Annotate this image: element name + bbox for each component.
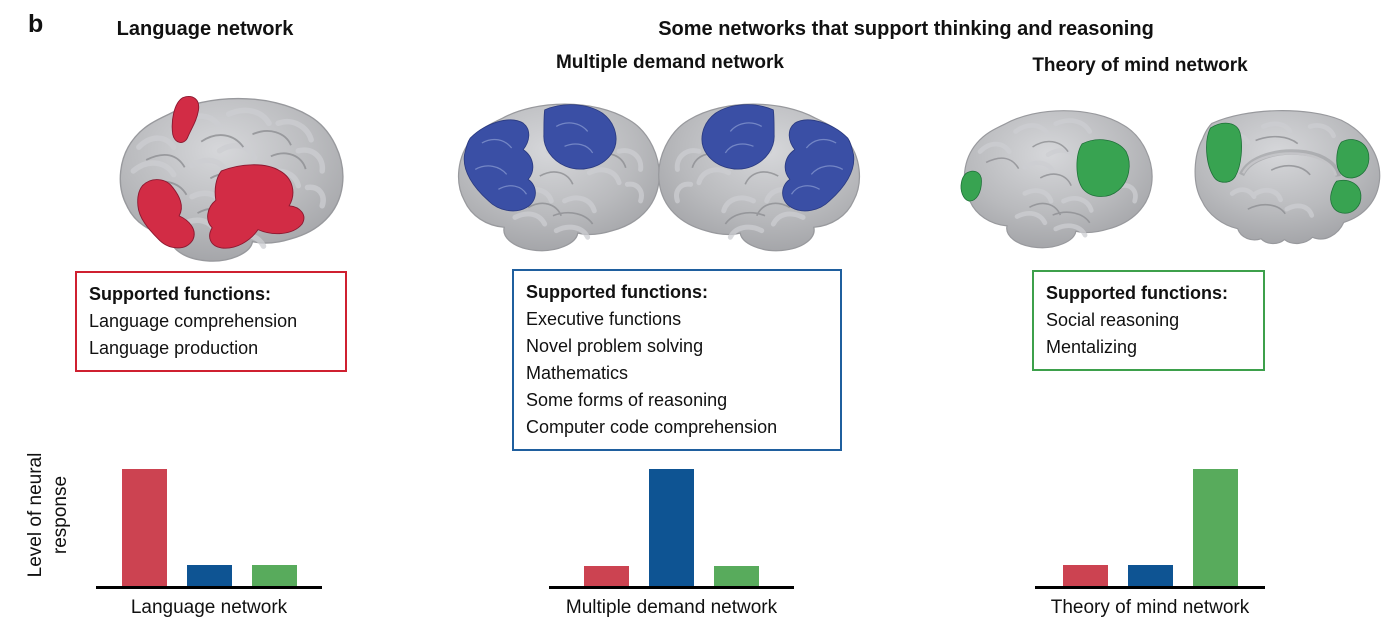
brain-image (1194, 110, 1381, 245)
tom-regions (1206, 122, 1370, 214)
md-parcel-lines (724, 122, 844, 195)
language-supported-functions-box: Supported functions: Language comprehens… (75, 271, 347, 372)
function-item: Some forms of reasoning (526, 390, 728, 410)
function-item: Mentalizing (1046, 337, 1138, 357)
supported-functions-heading: Supported functions: (89, 284, 271, 304)
bar-language (1062, 565, 1108, 586)
bar-multiple-demand (186, 565, 232, 586)
function-item: Executive functions (526, 309, 682, 329)
theory-of-mind-network-chart (1035, 466, 1265, 589)
language-regions (137, 96, 305, 249)
function-item: Language comprehension (89, 311, 298, 331)
function-item: Mathematics (526, 363, 629, 383)
x-axis-label-language: Language network (130, 597, 288, 618)
sulci-lines (985, 140, 1091, 224)
tom-supported-functions-box: Supported functions: Social reasoning Me… (1032, 270, 1265, 371)
theory-of-mind-network-heading: Theory of mind network (1032, 55, 1248, 76)
tom-region-dmpfc (1206, 122, 1242, 183)
brain-image (119, 96, 344, 262)
sulci-lines (691, 152, 791, 225)
function-item: Language production (89, 338, 259, 358)
bar-theory-of-mind (714, 566, 759, 586)
md-brain-left-lateral-view (424, 84, 672, 264)
tom-region-tpj (1076, 139, 1130, 197)
brain-image (458, 103, 660, 252)
multiple-demand-network-heading: Multiple demand network (555, 52, 785, 73)
language-network-chart (96, 466, 322, 589)
md-brain-right-lateral-view (646, 84, 894, 264)
bar-theory-of-mind (251, 565, 297, 586)
language-region-premotor (171, 96, 200, 143)
sulci-lines (1247, 135, 1311, 215)
gyri-highlights (977, 118, 1138, 238)
md-region-parietal (543, 104, 617, 170)
bar-language (121, 469, 167, 586)
tom-brain-lateral-view (932, 88, 1164, 264)
md-supported-functions-box: Supported functions: Executive functions… (512, 269, 842, 451)
language-network-heading: Language network (116, 18, 294, 40)
language-brain-lateral-view (82, 86, 357, 266)
bar-multiple-demand (1127, 565, 1173, 586)
language-region-inferior-frontal (137, 179, 195, 249)
function-item: Social reasoning (1046, 310, 1180, 330)
tom-region-precuneus-upper (1336, 139, 1370, 179)
function-item: Novel problem solving (526, 336, 704, 356)
tom-region-precuneus-lower (1330, 179, 1362, 214)
x-axis-label-theory-of-mind: Theory of mind network (1050, 597, 1250, 618)
supported-functions-heading: Supported functions: (1046, 283, 1228, 303)
md-parcel-lines (474, 122, 594, 195)
brain-image (658, 103, 860, 252)
corpus-callosum-highlight (1242, 152, 1338, 176)
tom-brain-medial-view (1162, 88, 1396, 264)
supported-functions-heading: Supported functions: (526, 282, 708, 302)
tom-regions (960, 139, 1130, 202)
bar-language (584, 566, 629, 586)
bar-multiple-demand (649, 469, 694, 586)
language-region-temporal (207, 164, 305, 249)
thinking-reasoning-group-heading: Some networks that support thinking and … (658, 18, 1154, 40)
bar-theory-of-mind (1192, 469, 1238, 586)
panel-label: b (28, 10, 44, 38)
multiple-demand-network-chart (549, 466, 794, 589)
function-item: Computer code comprehension (526, 417, 778, 437)
md-region-parietal (701, 104, 775, 170)
brain-image (960, 110, 1153, 249)
y-axis-label: Level of neural response (25, 452, 71, 578)
tom-region-frontal-pole (960, 170, 982, 202)
x-axis-label-multiple-demand: Multiple demand network (565, 597, 778, 618)
